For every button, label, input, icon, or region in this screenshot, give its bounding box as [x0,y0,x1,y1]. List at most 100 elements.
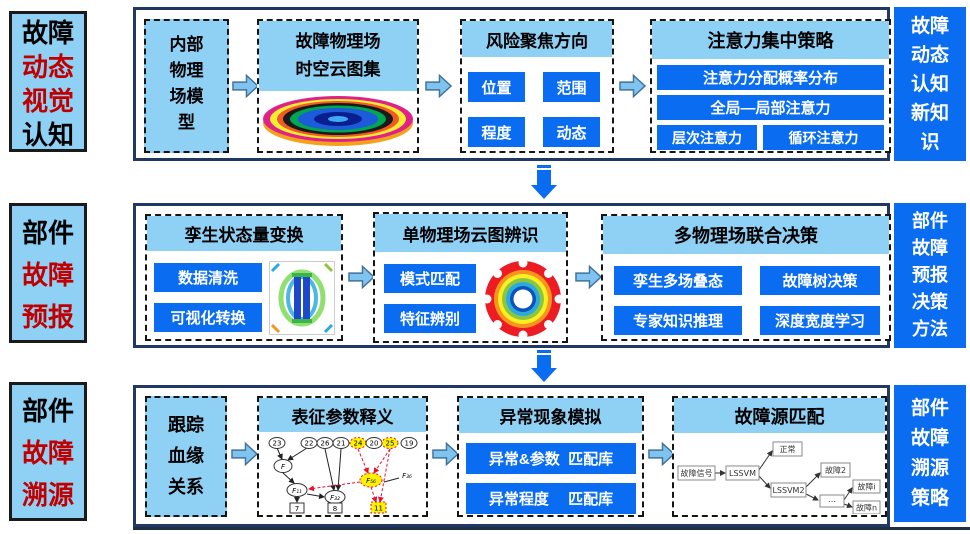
box-text-line: 物理 [169,61,204,80]
down-arrow-icon [531,350,557,382]
right-arrow-icon [232,73,259,99]
single-field-cloud-recognition-box: 单物理场云图辨识 模式匹配 特征辨别 [373,212,568,343]
lssvm-tree-image: 故障信号 LSSVM 正常 LSSVM2 故障2 ⋯ 故障i 故障n [677,441,881,514]
right-arrow-icon [575,264,602,290]
twin-transform-title: 孪生状态量变换 [147,216,341,251]
cloud-atlas-title: 故障物理场 时空云图集 [259,21,417,91]
svg-text:正常: 正常 [780,445,796,454]
right-label-line: 动态 [910,44,949,66]
side-label-line: 部件 [21,396,74,426]
right-label-line: 故障 [910,15,949,37]
side-label-component-fault-tracing: 部件 故障 溯源 [9,382,87,521]
twin-state-transform-box: 孪生状态量变换 数据清洗 可视化转换 [145,214,343,341]
attention-button-global-local: 全局—局部注意力 [657,95,884,120]
anomaly-simulation-box: 异常现象模拟 异常&参数 匹配库 异常程度 匹配库 [457,396,644,517]
right-label-line: 溯源 [910,457,949,479]
row1-container: 内部 物理 场模 型 故障物理场 时空云图集 风险聚焦方向 位置 范围 程度 [133,7,891,161]
bottom-divider-line [133,527,970,530]
twin-state-contour-image [269,261,335,335]
box-text-line: 场模 [169,87,204,106]
right-label-component-fault-prediction-method: 部件 故障 预报 决策 方法 [894,203,966,348]
svg-text:8: 8 [333,505,337,513]
right-label-line: 部件 [910,397,949,419]
title-line: 时空云图集 [295,60,381,79]
single-field-button-pattern-match: 模式匹配 [384,264,476,293]
svg-text:F₃₂: F₃₂ [330,494,340,502]
svg-text:故障2: 故障2 [825,465,846,475]
svg-text:26: 26 [321,440,330,448]
parameter-interpretation-title: 表征参数释义 [259,398,426,432]
svg-text:F₅₆: F₅₆ [366,477,376,485]
side-label-component-fault-prediction: 部件 故障 预报 [9,203,87,343]
right-arrow-icon [619,73,646,99]
side-label-fault-dynamic-visual-cognition: 故障 动态 视觉 认知 [9,11,87,152]
risk-focus-button-range: 范围 [543,72,600,102]
attention-button-probability: 注意力分配概率分布 [657,65,884,90]
twin-button-visual-transform: 可视化转换 [154,303,262,332]
right-arrow-icon [648,441,675,467]
right-label-line: 预报 [912,265,948,285]
multi-field-button-expert-knowledge: 专家知识推理 [614,306,742,335]
svg-text:24: 24 [354,440,363,448]
svg-text:故障信号: 故障信号 [681,468,713,478]
parameter-graph-image: 23 22 26 21 24 20 25 19 F F₁₁ F₃₂ F₅₆ F₃… [268,437,418,514]
box-text-line: 内部 [169,35,204,54]
risk-focus-button-degree: 程度 [468,117,525,147]
multi-field-title: 多物理场联合决策 [603,216,889,254]
right-arrow-icon [348,264,375,290]
parameter-interpretation-box: 表征参数释义 [257,396,428,517]
svg-text:LSSVM: LSSVM [729,469,756,478]
title-line: 故障物理场 [295,32,381,51]
risk-focus-button-dynamic: 动态 [543,117,600,147]
right-label-line: 新知 [910,102,949,124]
side-label-line: 溯源 [21,480,74,510]
box-text-line: 跟踪 [168,415,204,435]
row3-container: 跟踪 血缘 关系 表征参数释义 [133,385,890,527]
fault-source-matching-box: 故障源匹配 故障信号 LSSVM 正常 LSSVM2 故障2 [672,396,887,517]
anomaly-button-param-match-library: 异常&参数 匹配库 [466,443,636,474]
attention-title: 注意力集中策略 [652,21,889,59]
multi-field-button-twin-superposition: 孪生多场叠态 [614,266,742,295]
side-label-line: 部件 [21,218,74,248]
anomaly-simulation-title: 异常现象模拟 [459,398,642,433]
svg-text:⋯: ⋯ [828,497,836,506]
svg-text:F₁₁: F₁₁ [292,487,302,495]
side-label-line: 视觉 [21,86,74,116]
right-label-line: 认知 [910,73,949,95]
fault-field-cloud-atlas-box: 故障物理场 时空云图集 [257,19,419,153]
box-text-line: 关系 [168,477,204,497]
svg-text:25: 25 [386,440,395,448]
multi-field-button-deep-wide-learning: 深度宽度学习 [760,306,880,335]
lineage-tracking-box: 跟踪 血缘 关系 [145,396,227,517]
side-label-line: 故障 [21,438,74,468]
right-label-line: 故障 [912,238,948,258]
svg-text:7: 7 [295,505,299,513]
svg-text:22: 22 [305,440,314,448]
risk-focus-button-position: 位置 [468,72,525,102]
right-label-line: 方法 [912,319,948,339]
right-label-component-fault-tracing-strategy: 部件 故障 溯源 策略 [894,385,966,522]
svg-text:20: 20 [370,440,379,448]
attention-button-recurrent: 循环注意力 [763,125,884,150]
svg-text:故障i: 故障i [857,482,875,492]
svg-text:23: 23 [273,440,282,448]
svg-text:19: 19 [405,440,414,448]
side-label-line: 认知 [21,120,74,150]
fault-source-matching-title: 故障源匹配 [674,398,885,433]
right-arrow-icon [432,441,459,467]
svg-text:F: F [281,463,286,471]
right-label-line: 部件 [912,211,948,231]
svg-text:F₃₆: F₃₆ [402,472,412,480]
multi-field-joint-decision-box: 多物理场联合决策 孪生多场叠态 故障树决策 专家知识推理 深度宽度学习 [601,214,891,341]
side-label-line: 预报 [21,302,74,332]
side-label-line: 故障 [21,18,74,48]
right-arrow-icon [231,441,258,467]
right-label-line: 故障 [910,427,949,449]
multi-field-button-fault-tree: 故障树决策 [760,266,880,295]
single-field-button-feature-discrimination: 特征辨别 [384,304,476,333]
box-text-line: 型 [178,113,195,132]
attention-button-hierarchical: 层次注意力 [657,125,757,150]
twin-button-data-cleaning: 数据清洗 [154,263,262,292]
side-label-line: 故障 [21,260,74,290]
right-label-line: 策略 [910,487,949,509]
